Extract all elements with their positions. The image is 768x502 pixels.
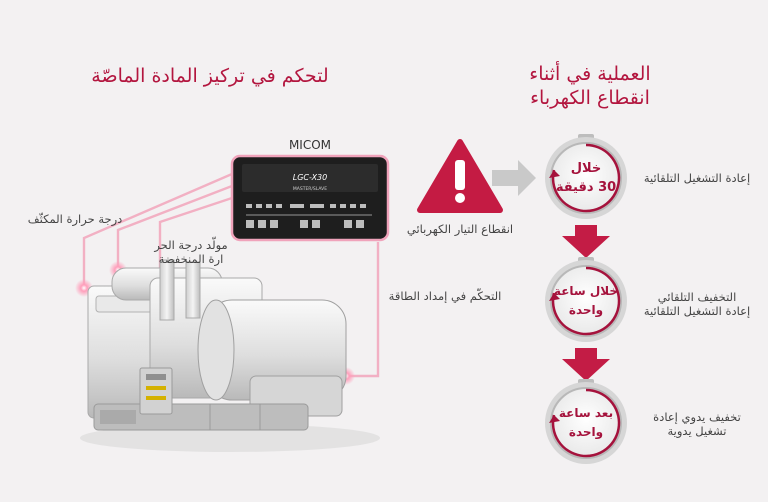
dial-1-line1: خلال [571, 161, 602, 176]
signal-line-generator [116, 184, 233, 270]
step-2-description-line1: التخفيف التلقائي [657, 290, 737, 304]
dial-2-line2: واحدة [569, 303, 603, 318]
step-dial-2: خلال ساعة واحدة [545, 257, 627, 342]
heading-power-outage-line2: انقطاع الكهرباء [530, 87, 650, 109]
arrow-down-icon [562, 348, 610, 381]
red-arrows [562, 225, 610, 381]
micom-label: MICOM [288, 138, 332, 152]
signal-line-generator-2 [158, 196, 233, 270]
dial-2-line1: خلال ساعة [554, 284, 618, 298]
exclamation-triangle-icon [417, 139, 503, 213]
heading-concentration-control: لتحكم في تركيز المادة الماصّة [60, 64, 360, 88]
controller-model: LGC-X30 [293, 173, 328, 182]
signal-lines [82, 172, 380, 378]
label-energy-supply-control: التحكّم في إمداد الطاقة [388, 289, 502, 303]
dial-3-line2: واحدة [569, 425, 603, 440]
controller-buttons [246, 204, 372, 228]
absorption-chiller [80, 259, 380, 452]
step-dial-3: بعد ساعة واحدة [545, 379, 627, 464]
micom-controller: LGC-X30 MASTER/SLAVE [230, 154, 390, 242]
label-low-temp-generator-line1: مولّد درجة الحر [154, 238, 228, 252]
label-condenser-temp: درجة حرارة المكثّف [27, 212, 123, 226]
step-3-description-line1: تخفيف يدوي إعادة [653, 410, 741, 424]
heading-concentration-control-text: لتحكم في تركيز المادة الماصّة [91, 65, 329, 87]
dial-3-line1: بعد ساعة [559, 406, 613, 420]
arrow-down-icon [562, 225, 610, 258]
signal-line-energy [346, 242, 380, 378]
step-dial-1: خلال 30 دقيقة [545, 134, 627, 219]
step-1-description-line1: إعادة التشغيل التلقائية [643, 171, 751, 185]
step-2-description: التخفيف التلقائي إعادة التشغيل التلقائية [630, 290, 764, 318]
step-1-description: إعادة التشغيل التلقائية [634, 171, 760, 185]
heading-power-outage-line1: العملية في أثناء [529, 63, 651, 85]
gray-arrow-right-icon [492, 160, 536, 196]
step-2-description-line2: إعادة التشغيل التلقائية [643, 304, 751, 318]
dial-1-line2: 30 دقيقة [556, 180, 616, 195]
step-3-description: تخفيف يدوي إعادة تشغيل يدوية [634, 410, 760, 438]
signal-line-condenser [82, 172, 233, 288]
step-3-description-line2: تشغيل يدوية [667, 424, 727, 438]
label-low-temp-generator-line2: ارة المنخفضة [158, 252, 224, 266]
label-power-outage: انقطاع التيار الكهربائي [406, 222, 514, 236]
label-low-temp-generator: مولّد درجة الحر ارة المنخفضة [136, 238, 246, 266]
controller-mode: MASTER/SLAVE [293, 186, 327, 192]
heading-power-outage-operation: العملية في أثناء انقطاع الكهرباء [500, 62, 680, 110]
